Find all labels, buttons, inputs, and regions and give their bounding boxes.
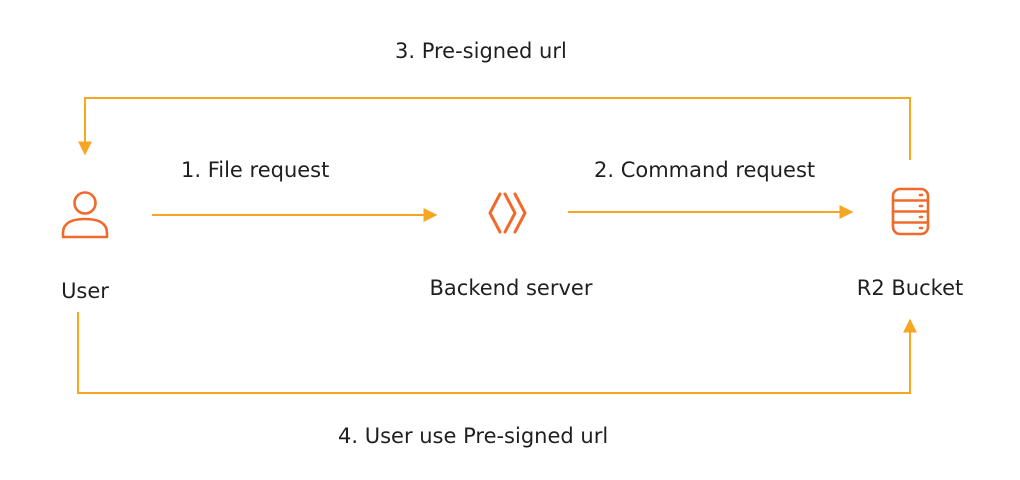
edge-label-command-request: 2. Command request <box>594 158 816 182</box>
arrow-user-use-presigned <box>77 312 917 394</box>
user-icon <box>61 191 109 239</box>
node-label-backend-server: Backend server <box>429 276 593 300</box>
node-label-user: User <box>61 279 109 303</box>
backend-server-icon <box>488 192 527 234</box>
node-label-r2-bucket: R2 Bucket <box>856 276 964 300</box>
edge-label-presigned-url: 3. Pre-signed url <box>395 39 567 63</box>
edge-label-user-use-presigned: 4. User use Pre-signed url <box>338 424 609 448</box>
arrow-presigned-url <box>78 97 911 160</box>
database-icon <box>891 187 930 236</box>
edge-label-file-request: 1. File request <box>181 158 330 182</box>
